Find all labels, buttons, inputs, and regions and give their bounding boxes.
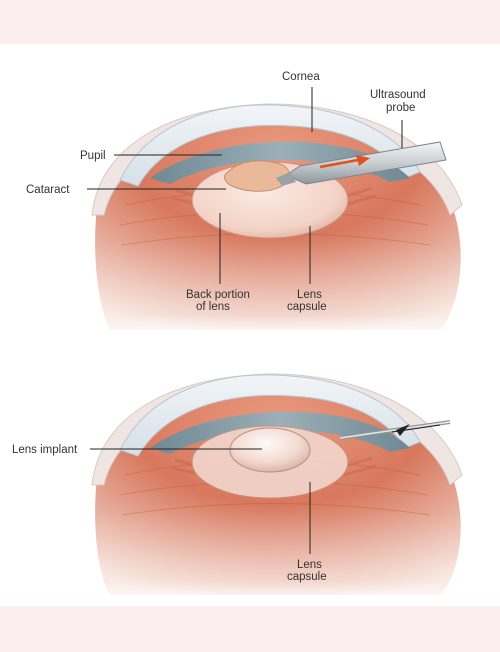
bottom-labels: Lens implant Lens capsule [12, 444, 327, 583]
bottom-eye-fade [90, 510, 470, 606]
top-band [0, 0, 500, 44]
insertion-instrument [339, 420, 451, 440]
ultrasound-probe-label-line2: probe [386, 102, 415, 114]
back-portion-label-line2: of lens [196, 301, 230, 313]
top-eye-fade [90, 240, 470, 340]
probe-arrow [319, 158, 359, 169]
top-eye [90, 103, 470, 340]
bottom-eye [90, 373, 470, 606]
top-eye-iris [150, 141, 410, 184]
top-eye-cornea [119, 104, 421, 187]
bottom-eye-iris [150, 411, 410, 454]
top-eye-zonules [171, 186, 377, 207]
bottom-eye-cornea [119, 374, 421, 457]
cornea-label: Cornea [282, 71, 320, 83]
lens-capsule-top-label-line2: capsule [287, 301, 327, 313]
pupil-label: Pupil [80, 150, 106, 162]
bottom-band [0, 606, 500, 652]
ultrasound-probe-label-line1: Ultrasound [370, 89, 426, 101]
lens-implant-label: Lens implant [12, 444, 78, 456]
bottom-eye-zonules [171, 456, 377, 477]
ultrasound-probe [276, 141, 447, 186]
back-portion-label-line1: Back portion [186, 289, 250, 301]
top-labels: Cornea Ultrasound probe Pupil Cataract B… [26, 71, 426, 313]
lens-capsule-bottom-label-line2: capsule [287, 571, 327, 583]
bottom-eye-lens-implant [229, 427, 311, 473]
lens-capsule-bottom-label-line1: Lens [297, 559, 322, 571]
cataract-label: Cataract [26, 184, 70, 196]
lens-capsule-top-label-line1: Lens [297, 289, 322, 301]
